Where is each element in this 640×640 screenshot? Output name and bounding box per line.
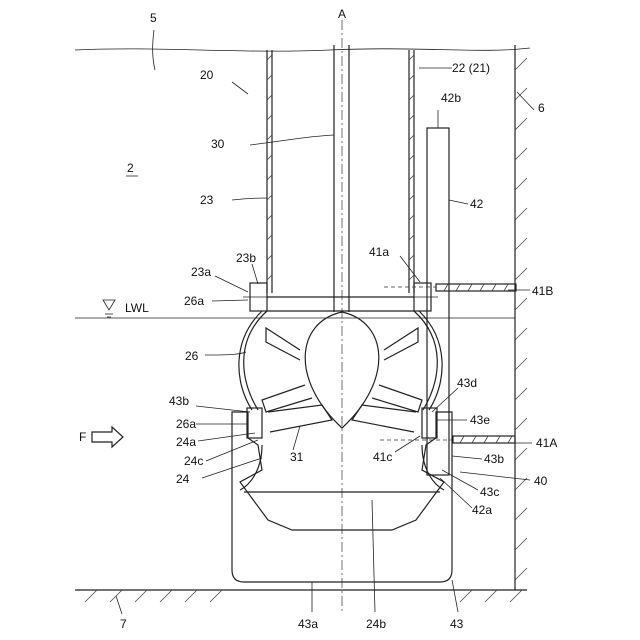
label-LWL: LWL <box>125 301 149 315</box>
pump-casing <box>239 311 442 410</box>
label-43b-left: 43b <box>169 394 189 408</box>
label-42: 42 <box>470 197 484 211</box>
label-26a-bot: 26a <box>176 417 196 431</box>
leader-lines <box>116 30 534 614</box>
label-5: 5 <box>150 11 157 25</box>
label-40: 40 <box>534 474 548 488</box>
label-42b: 42b <box>441 91 461 105</box>
label-43: 43 <box>450 617 464 631</box>
label-43b-right: 43b <box>484 452 504 466</box>
label-7: 7 <box>120 617 127 631</box>
label-24a: 24a <box>176 435 196 449</box>
label-23b: 23b <box>236 251 256 265</box>
label-31: 31 <box>290 450 304 464</box>
label-2: 2 <box>127 161 134 175</box>
bracket-41A <box>380 436 515 443</box>
label-6: 6 <box>538 101 545 115</box>
label-23a: 23a <box>191 265 211 279</box>
pump-column-pipe <box>267 50 414 293</box>
guide-rail <box>427 128 449 475</box>
label-26a-top: 26a <box>184 294 204 308</box>
label-22-21: 22 (21) <box>452 61 490 75</box>
flow-arrow <box>92 427 123 447</box>
label-20: 20 <box>200 68 214 82</box>
label-41a: 41a <box>369 245 389 259</box>
label-26: 26 <box>185 349 199 363</box>
label-43c: 43c <box>480 485 499 499</box>
label-43a: 43a <box>298 617 318 631</box>
label-43d: 43d <box>457 376 477 390</box>
water-surface-line <box>75 48 530 51</box>
right-wall <box>515 45 527 590</box>
label-30: 30 <box>211 137 225 151</box>
label-24b: 24b <box>366 617 386 631</box>
label-F: F <box>79 430 86 444</box>
label-41c: 41c <box>373 450 392 464</box>
pump-shaft <box>334 45 349 312</box>
label-24c: 24c <box>184 454 203 468</box>
bracket-41B <box>384 284 516 291</box>
reference-labels: A 5 20 22 (21) 6 42b 30 2 23 42 41a 23b … <box>79 7 557 631</box>
label-24: 24 <box>176 472 190 486</box>
label-23: 23 <box>200 193 214 207</box>
label-42a: 42a <box>472 503 492 517</box>
label-41A: 41A <box>536 436 557 450</box>
label-A: A <box>338 7 346 21</box>
label-41B: 41B <box>532 284 553 298</box>
floor <box>75 590 527 602</box>
label-43e: 43e <box>470 413 490 427</box>
